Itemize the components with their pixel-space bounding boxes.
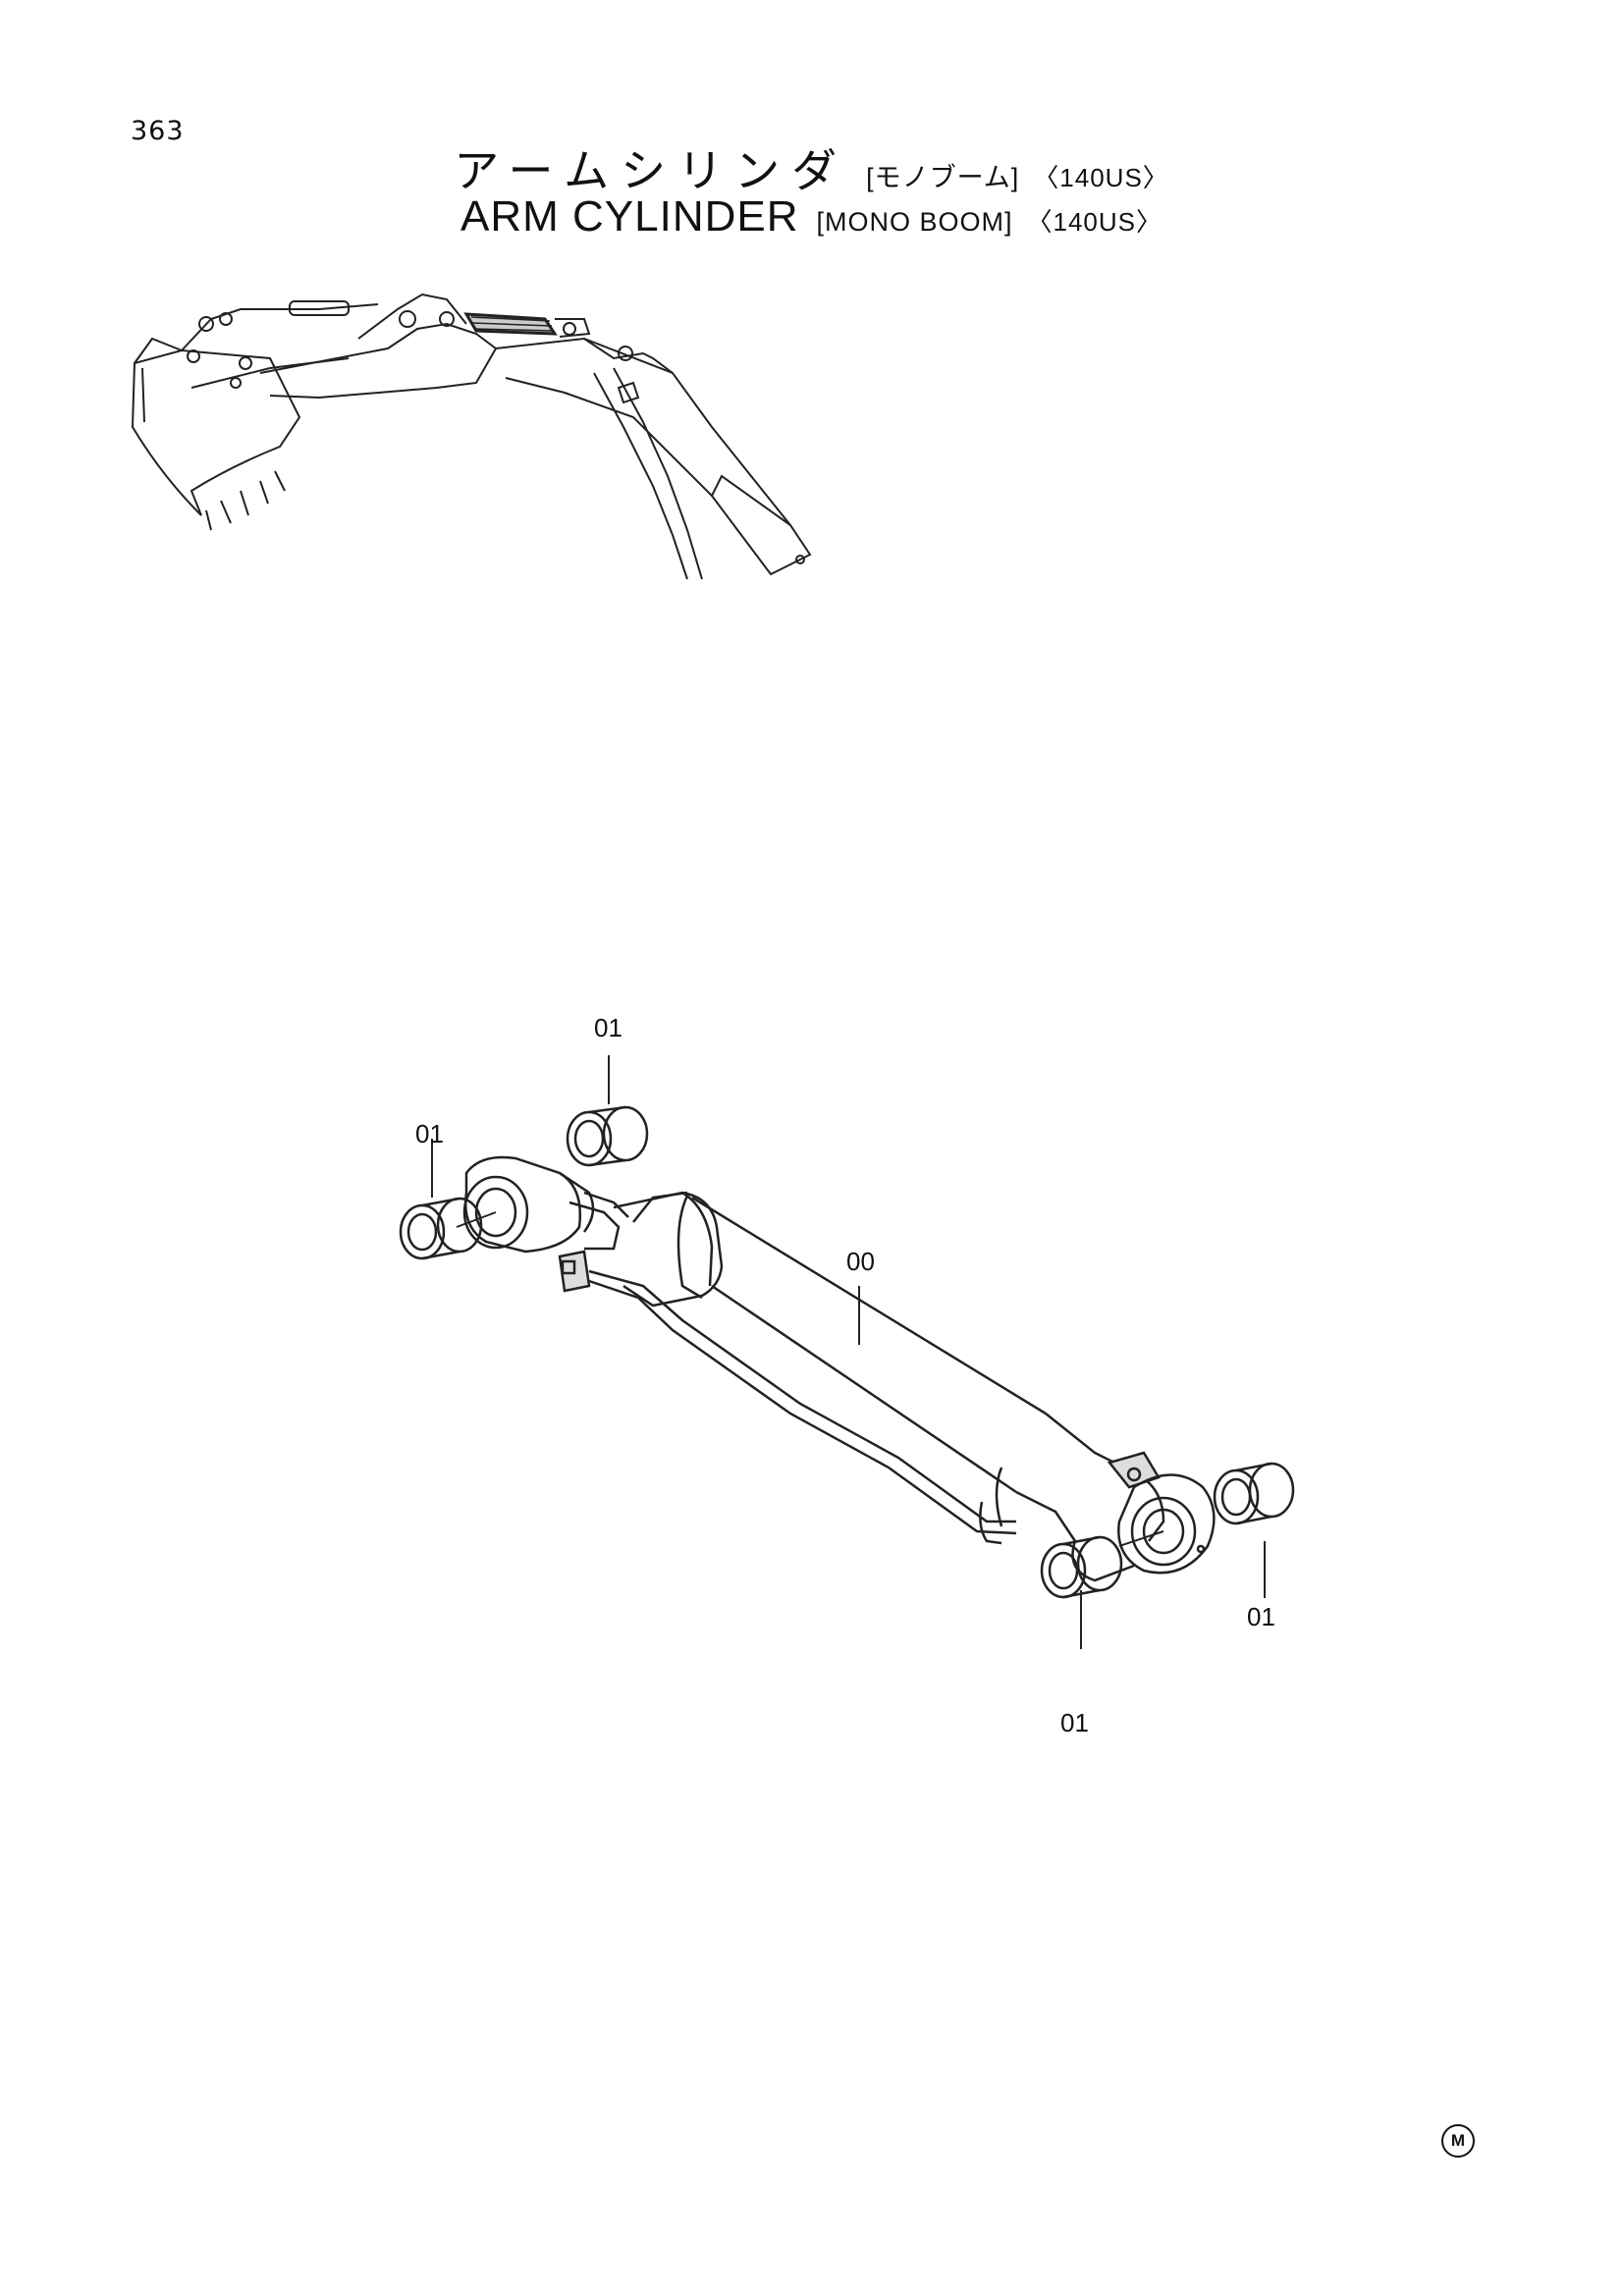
callout-bushing-top: 01: [594, 1013, 622, 1042]
title-japanese: アームシリンダ [モノブーム] 〈140US〉: [0, 135, 1623, 200]
callout-cylinder: 00: [846, 1247, 875, 1276]
callout-bushing-left: 01: [415, 1119, 444, 1148]
bushing-top-left: [399, 1197, 483, 1260]
bushing-bottom: [1040, 1535, 1123, 1599]
title-jp-variant: [モノブーム]: [866, 163, 1020, 192]
title-en-variant: [MONO BOOM]: [816, 207, 1013, 237]
callout-bushing-right: 01: [1247, 1602, 1275, 1631]
title-jp-main: アームシリンダ: [454, 144, 849, 197]
bushing-top: [566, 1105, 649, 1167]
title-english: ARM CYLINDER [MONO BOOM] 〈140US〉: [0, 192, 1623, 241]
excavator-arm-overview-drawing: [131, 293, 812, 580]
title-en-model: 〈140US〉: [1026, 207, 1163, 237]
bushing-right: [1213, 1462, 1295, 1525]
title-en-main: ARM CYLINDER: [460, 192, 799, 240]
title-jp-model: 〈140US〉: [1033, 163, 1169, 192]
arm-cylinder-exploded-drawing: [399, 1055, 1295, 1649]
callout-bushing-bottom: 01: [1060, 1708, 1089, 1737]
circled-m-mark: M: [1441, 2124, 1475, 2158]
page-number: 363: [131, 116, 185, 146]
